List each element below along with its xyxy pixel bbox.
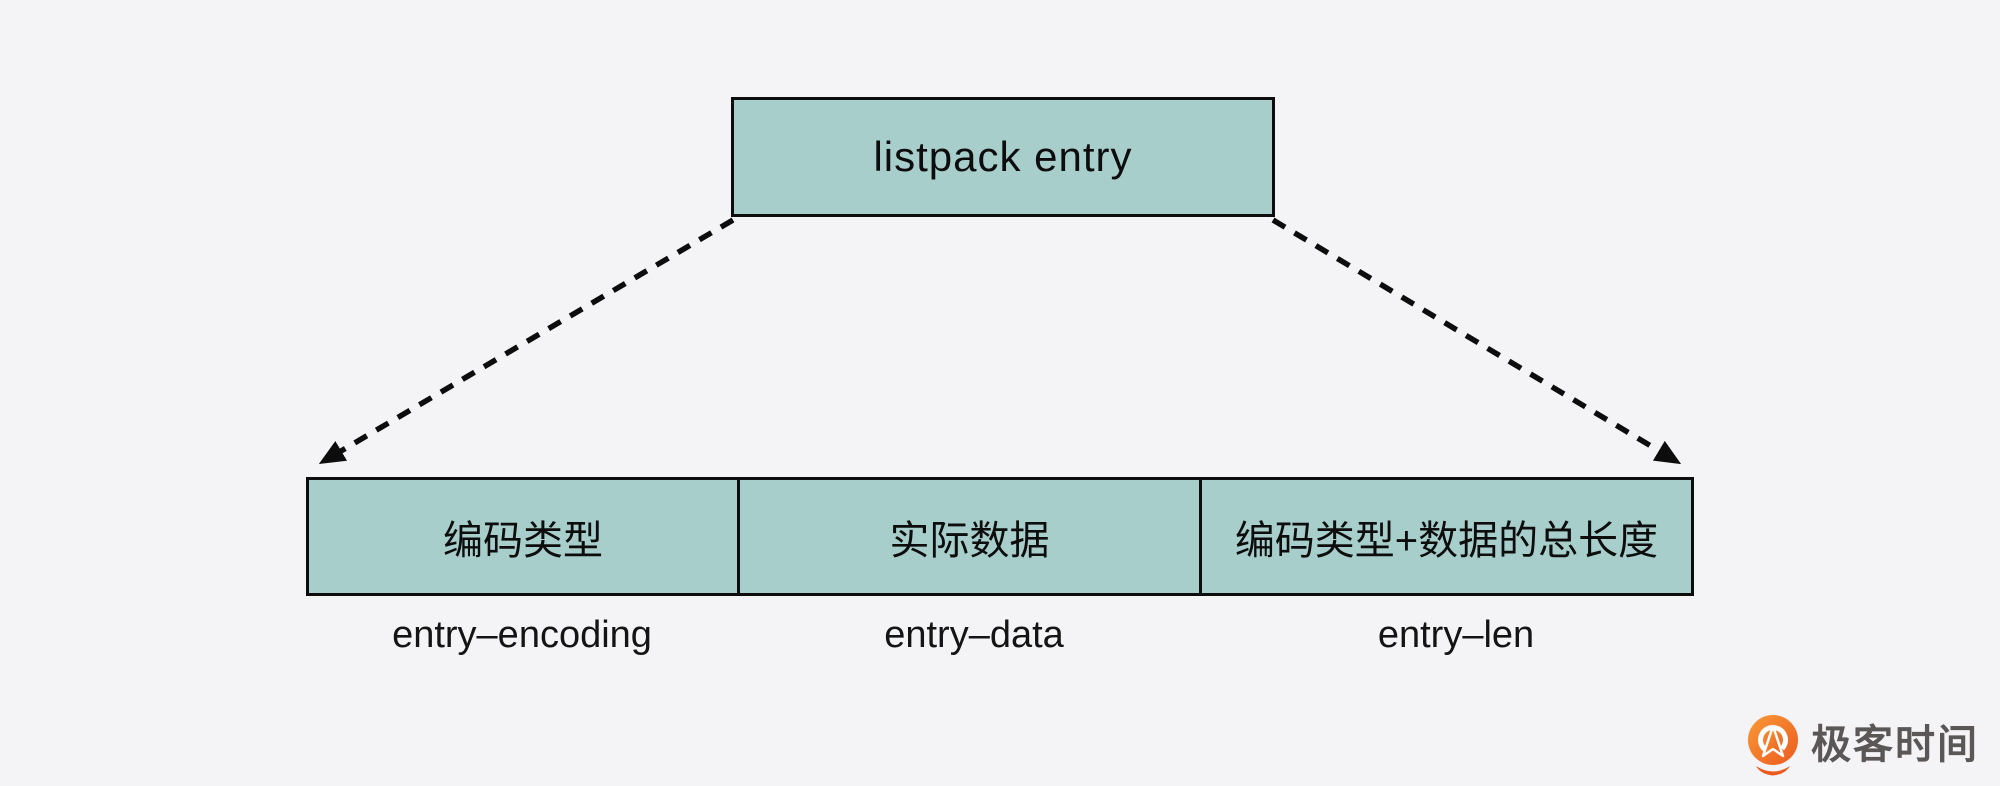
entry-encoding-caption: entry–encoding xyxy=(392,614,652,656)
cell-entry-encoding-label: 编码类型 xyxy=(443,518,603,563)
cell-entry-len-label: 编码类型+数据的总长度 xyxy=(1234,518,1659,563)
cell-entry-encoding: 编码类型 xyxy=(309,480,737,593)
arrow-left-dashed xyxy=(318,217,735,465)
geektime-brand-text: 极客时间 xyxy=(1811,723,1979,767)
cell-entry-data: 实际数据 xyxy=(737,480,1199,593)
listpack-entry-box: listpack entry xyxy=(731,97,1275,217)
cell-entry-len: 编码类型+数据的总长度 xyxy=(1199,480,1691,593)
entry-structure-row: 编码类型 实际数据 编码类型+数据的总长度 xyxy=(306,477,1694,596)
geektime-brand: 极客时间 xyxy=(1743,714,1979,776)
geektime-pin-icon xyxy=(1748,715,1798,776)
entry-len-caption: entry–len xyxy=(1377,614,1535,656)
entry-data-caption: entry–data xyxy=(884,614,1064,656)
listpack-entry-box-label: listpack entry xyxy=(873,133,1133,180)
arrow-right-dashed xyxy=(1271,217,1682,465)
cell-entry-data-label: 实际数据 xyxy=(889,518,1050,563)
